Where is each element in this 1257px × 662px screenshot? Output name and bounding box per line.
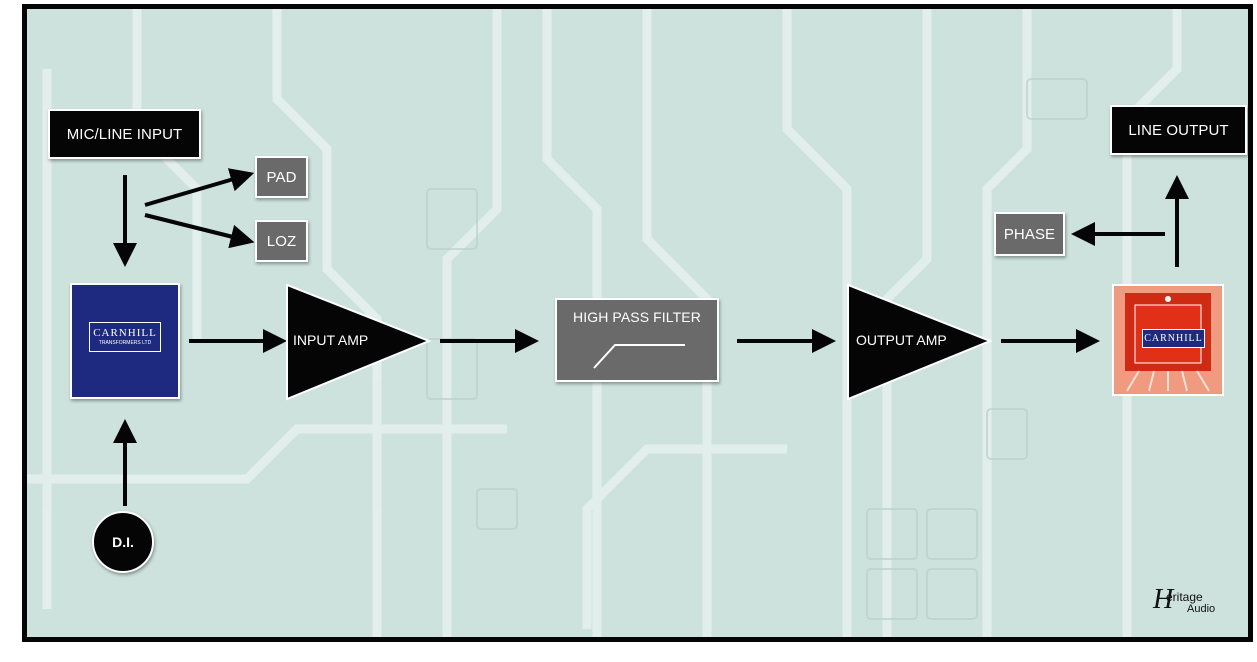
di-input-circle: D.I. — [92, 511, 154, 573]
high-pass-filter-box: HIGH PASS FILTER — [555, 298, 719, 382]
arrow-to-pad — [144, 168, 255, 207]
logo-line1: eritage — [1166, 590, 1203, 604]
input-transformer-brand: CARNHILL — [93, 327, 157, 339]
heritage-audio-logo: H eritage Audio — [1151, 584, 1221, 624]
input-amp-label: INPUT AMP — [293, 332, 369, 348]
output-amp-label: OUTPUT AMP — [856, 332, 947, 348]
high-pass-filter-label: HIGH PASS FILTER — [573, 309, 701, 325]
input-transformer: CARNHILL TRANSFORMERS LTD — [70, 283, 180, 399]
logo-line2: Audio — [1187, 603, 1216, 615]
input-transformer-plate: CARNHILL TRANSFORMERS LTD — [89, 322, 161, 352]
line-output-box: LINE OUTPUT — [1110, 105, 1247, 155]
output-transformer-plate: CARNHILL — [1142, 329, 1205, 348]
arrow-to-loz — [144, 213, 255, 249]
phase-switch: PHASE — [994, 212, 1065, 256]
output-amp-triangle — [847, 283, 993, 401]
mic-line-input-box: MIC/LINE INPUT — [48, 109, 201, 159]
pad-switch: PAD — [255, 156, 308, 198]
signal-flow-diagram: MIC/LINE INPUT PAD LOZ CARNHILL TRANSFOR… — [22, 4, 1253, 642]
input-amp-triangle — [286, 283, 432, 401]
input-transformer-subtitle: TRANSFORMERS LTD — [98, 340, 152, 346]
output-transformer-brand: CARNHILL — [1144, 333, 1203, 344]
loz-switch: LOZ — [255, 220, 308, 262]
circuit-board-background — [27, 9, 1182, 637]
logo-mark: H — [1153, 584, 1174, 615]
high-pass-curve-icon — [593, 344, 685, 369]
